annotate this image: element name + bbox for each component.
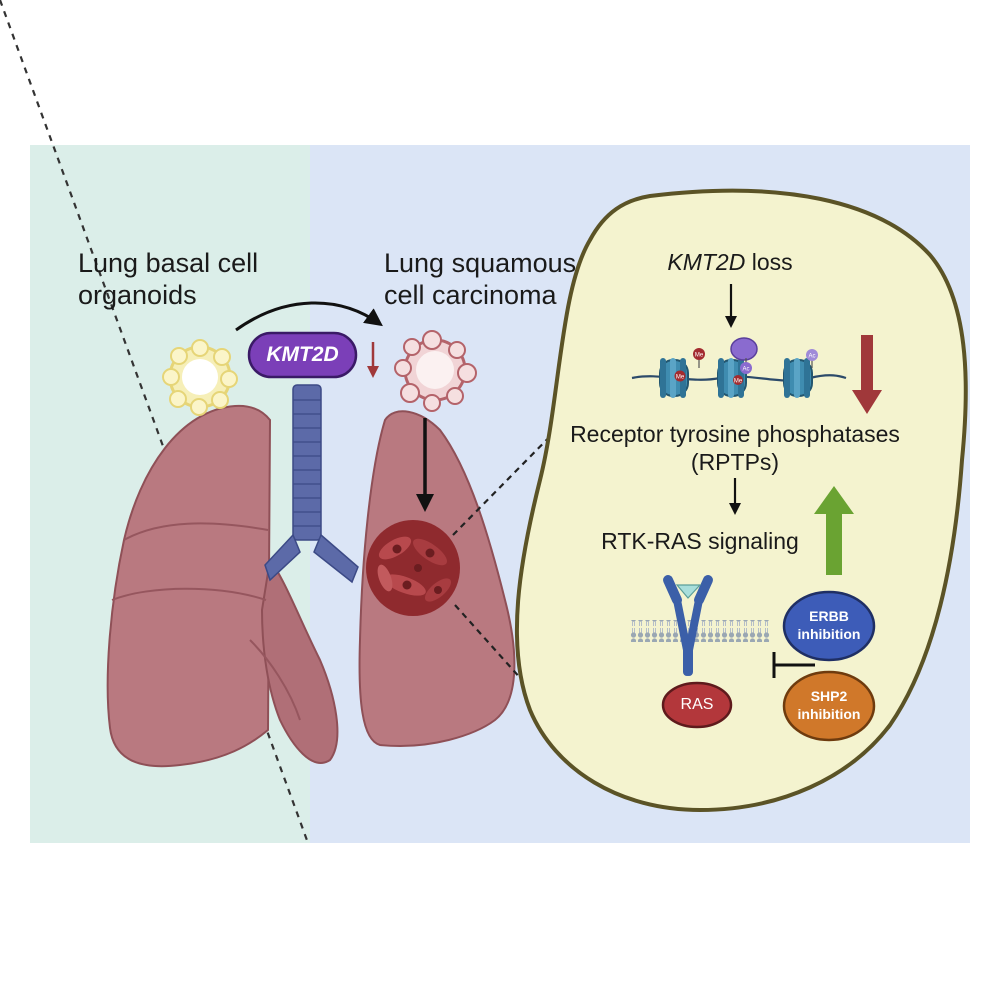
left-title-line2: organoids xyxy=(78,280,197,310)
kmt2d-down-arrow xyxy=(367,342,379,378)
acetyl-mark-label: Ac xyxy=(808,354,815,360)
transition-arrow xyxy=(235,301,383,332)
loss-gene: KMT2D xyxy=(667,249,746,275)
rptp-line2: (RPTPs) xyxy=(690,449,780,475)
ras-label: RAS xyxy=(680,696,714,713)
left-title-line1: Lung basal cell xyxy=(78,248,259,278)
ligand-icon xyxy=(675,584,702,599)
shp2-label: SHP2 inhibition xyxy=(784,687,874,723)
zoom-line-bottom xyxy=(454,604,523,681)
methyl-mark-label: Me xyxy=(734,379,743,385)
erbb-label: ERBB inhibition xyxy=(784,607,874,643)
loss-label: KMT2D loss xyxy=(640,248,820,276)
rptp-label: Receptor tyrosine phosphatases (RPTPs) xyxy=(540,420,930,476)
ras-badge xyxy=(661,681,733,729)
rptp-signaling-arrow xyxy=(729,478,741,515)
membrane-icon xyxy=(630,620,770,642)
acetyl-mark-icon: Ac xyxy=(806,349,818,368)
basal-organoid-icon xyxy=(162,339,238,416)
tumor-organoid-icon xyxy=(394,330,477,412)
erbb-line2: inhibition xyxy=(797,626,861,642)
nucleosome-icon xyxy=(783,358,813,398)
acetyl-mark-label: Ac xyxy=(742,367,749,373)
left-lung-icon xyxy=(106,404,339,768)
nucleosome-icon xyxy=(717,358,747,398)
rptp-line1: Receptor tyrosine phosphatases xyxy=(570,421,900,447)
right-panel-title: Lung squamous cell carcinoma xyxy=(384,247,576,311)
signaling-label: RTK-RAS signaling xyxy=(601,528,799,554)
tumor-mass-icon xyxy=(366,520,460,616)
inhibition-tbar xyxy=(772,652,815,678)
trachea-icon xyxy=(264,384,359,584)
rptp-down-arrow xyxy=(852,335,882,414)
shp2-badge xyxy=(782,670,876,742)
methyl-mark-label: Me xyxy=(676,375,685,381)
signaling-up-arrow xyxy=(814,486,854,575)
methyl-mark-icon: Me xyxy=(674,370,686,382)
kmt2d-pill-label: KMT2D xyxy=(266,343,339,366)
shp2-line2: inhibition xyxy=(797,706,861,722)
erbb-line1: ERBB xyxy=(809,608,849,624)
organoid-to-tumor-arrow xyxy=(416,418,434,512)
writer-enzyme-icon: Ac xyxy=(730,337,758,374)
nucleosome-icon xyxy=(659,358,689,398)
methyl-mark-icon: Me xyxy=(733,375,743,385)
methyl-mark-label: Me xyxy=(695,353,704,359)
right-title-line1: Lung squamous xyxy=(384,248,577,278)
methyl-mark-icon: Me xyxy=(693,348,705,368)
right-title-line2: cell carcinoma xyxy=(384,280,557,310)
left-panel-title: Lung basal cell organoids xyxy=(78,247,258,311)
shp2-line1: SHP2 xyxy=(810,688,848,704)
loss-arrow xyxy=(725,284,737,328)
kmt2d-pill xyxy=(247,331,358,379)
erbb-badge xyxy=(782,590,876,662)
receptor-icon xyxy=(663,575,713,676)
loss-word: loss xyxy=(745,249,793,275)
